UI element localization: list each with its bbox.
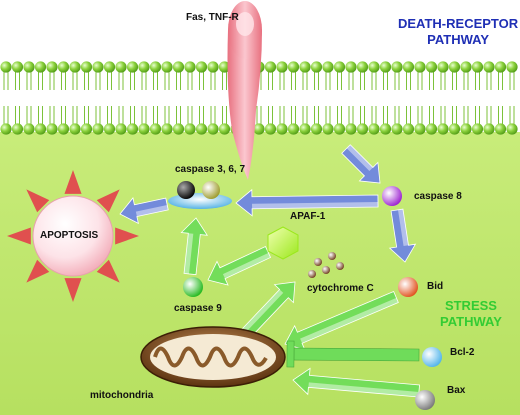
arrow-apaf1-to-caspase9 xyxy=(207,246,272,286)
bax-node xyxy=(415,390,435,410)
apoptosis-ray xyxy=(26,189,50,213)
cytochrome-c-label: cytochrome C xyxy=(307,283,374,294)
receptor-label: Fas, TNF-R xyxy=(186,12,239,23)
apoptosis-ray xyxy=(64,278,82,302)
apoptosis-ray xyxy=(115,227,139,245)
mitochondria-label: mitochondria xyxy=(90,390,154,401)
caspase-367-label: caspase 3, 6, 7 xyxy=(175,164,246,175)
apaf1-hexagon xyxy=(267,226,299,260)
stress-pathway-line2: PATHWAY xyxy=(440,314,502,329)
apoptosis-rays xyxy=(7,170,139,302)
arrow-caspase367-to-apoptosis xyxy=(119,197,169,225)
arrow-caspase8-to-bid xyxy=(388,208,417,263)
caspase-9-node xyxy=(183,277,203,297)
caspase-367-complex xyxy=(168,181,232,209)
cytochrome-c-molecules xyxy=(308,252,344,278)
apoptosis-ray xyxy=(96,189,120,213)
caspase-9-label: caspase 9 xyxy=(174,303,222,314)
bid-node xyxy=(398,277,418,297)
bax-label: Bax xyxy=(447,385,466,396)
apoptosis-ray xyxy=(64,170,82,194)
death-receptor xyxy=(227,1,262,180)
inhibition-bcl2-to-mitochondria xyxy=(286,340,420,368)
death-receptor-pathway-title: DEATH-RECEPTOR PATHWAY xyxy=(398,16,518,48)
apaf1-label: APAF-1 xyxy=(290,211,326,222)
arrow-receptor-to-caspase8 xyxy=(341,144,381,184)
caspase-8-node xyxy=(382,186,402,206)
mitochondrion xyxy=(140,326,286,388)
arrow-bax-to-mitochondria xyxy=(292,367,420,398)
caspase-8-label: caspase 8 xyxy=(414,191,462,202)
bid-label: Bid xyxy=(427,281,444,292)
arrow-bid-to-mitochondria xyxy=(284,290,399,351)
apoptosis-label: APOPTOSIS xyxy=(40,230,99,241)
arrow-caspase8-to-caspase367 xyxy=(235,188,379,217)
bcl2-node xyxy=(422,347,442,367)
death-pathway-line2: PATHWAY xyxy=(427,32,490,47)
apoptosis-ray xyxy=(7,227,31,245)
stress-pathway-title: STRESS PATHWAY xyxy=(440,298,502,330)
apoptosis-ray xyxy=(26,259,50,283)
cell-membrane xyxy=(0,61,518,135)
arrow-caspase9-to-caspase367 xyxy=(180,217,209,276)
stress-pathway-line1: STRESS xyxy=(444,298,497,313)
bcl2-label: Bcl-2 xyxy=(450,347,475,358)
apoptosis-cell xyxy=(7,170,139,302)
death-pathway-line1: DEATH-RECEPTOR xyxy=(398,16,519,31)
pathway-arrows xyxy=(119,144,420,398)
apoptosis-ray xyxy=(96,259,120,283)
